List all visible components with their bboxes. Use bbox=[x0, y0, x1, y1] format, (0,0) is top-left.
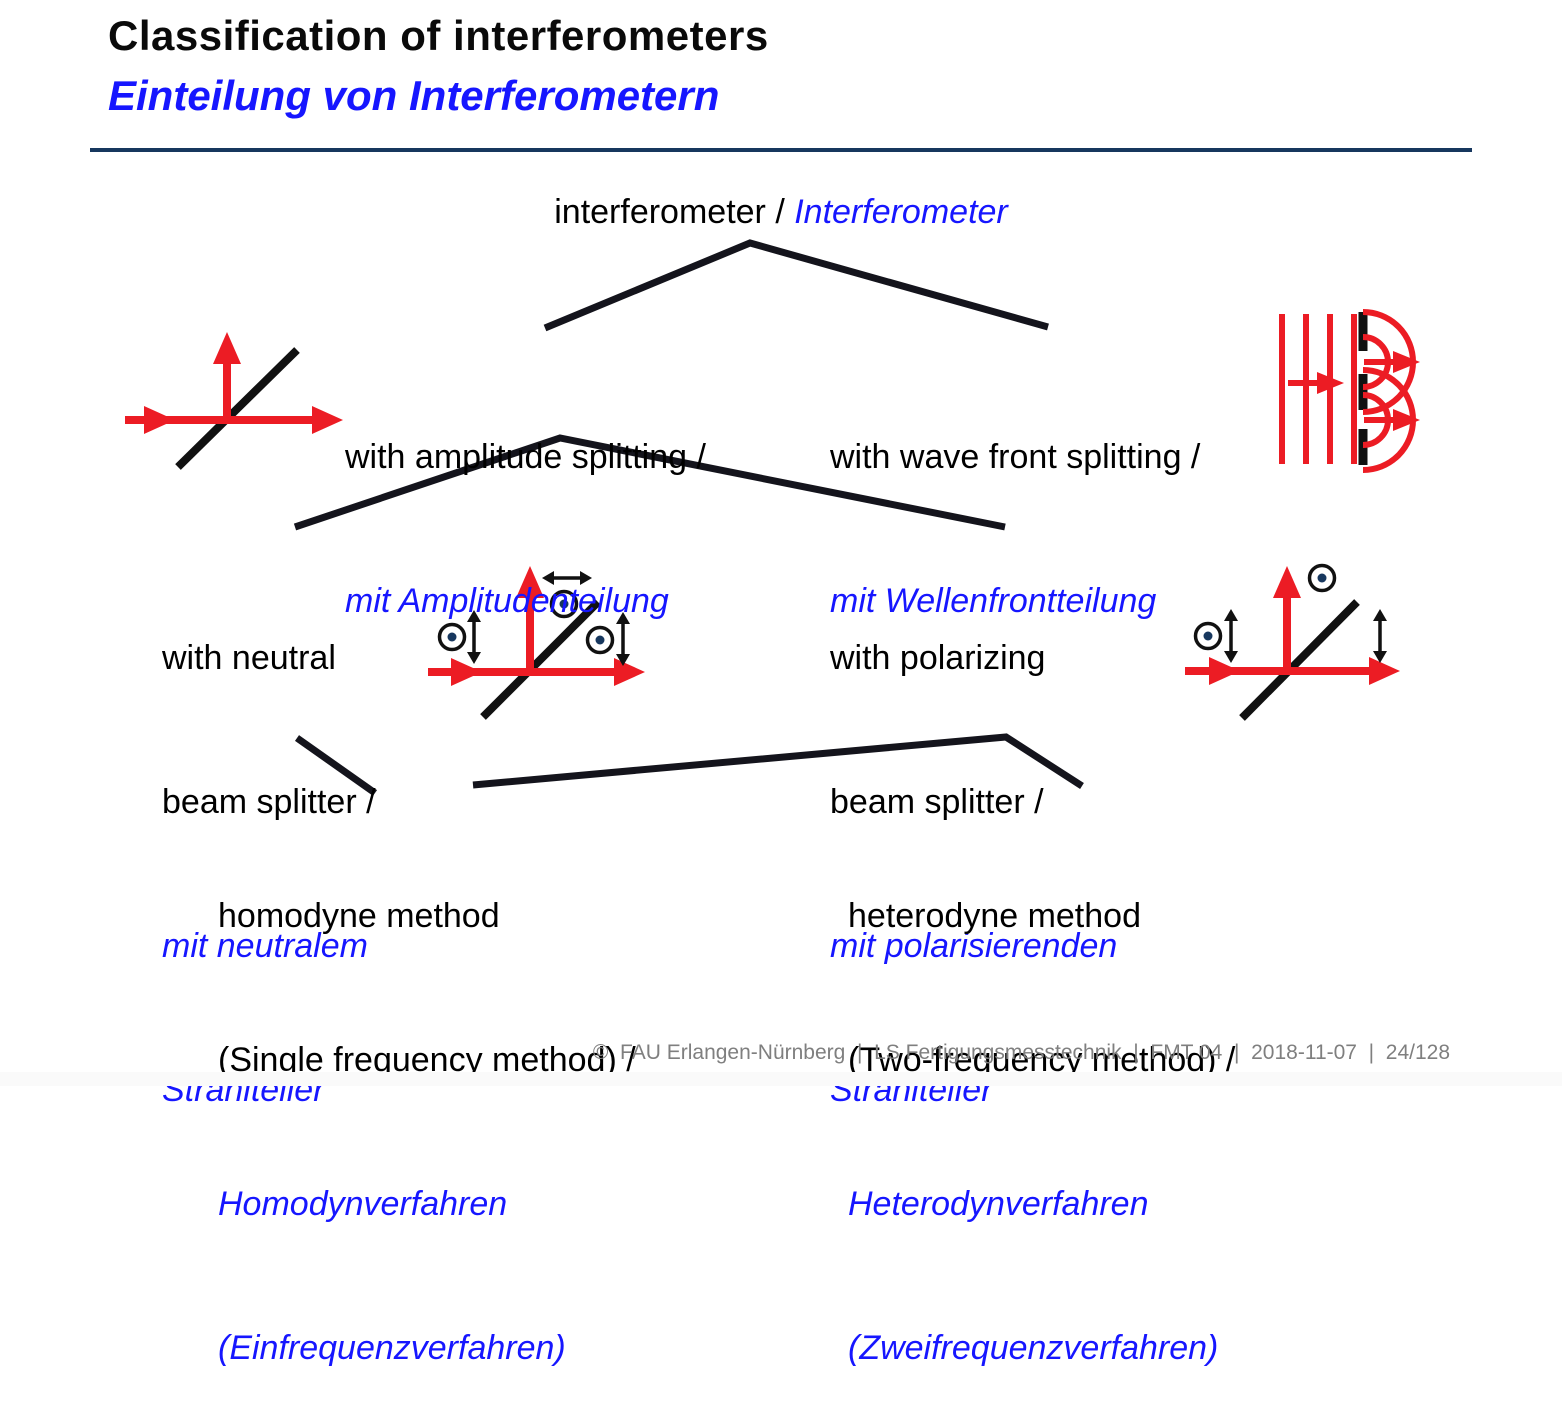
node-label-de: mit polarisierenden bbox=[830, 927, 1118, 965]
transmitted-beam-arrowhead bbox=[1369, 657, 1400, 685]
node-heterodyne-method: heterodyne method (Two-frequency method)… bbox=[848, 796, 1235, 1420]
transmitted-beam-arrowhead bbox=[312, 406, 343, 434]
node-interferometer: interferometer / Interferometer bbox=[0, 193, 1562, 232]
vertical-polarization-arrowhead-up bbox=[1224, 609, 1238, 621]
beam-splitter-plate bbox=[1239, 599, 1360, 721]
connector-root-to-level1 bbox=[543, 239, 1049, 332]
vertical-polarization-arrowhead-up bbox=[1373, 609, 1387, 621]
node-label-en: with polarizing bbox=[830, 639, 1046, 677]
reflected-beam-arrowhead bbox=[1273, 566, 1301, 598]
reflected-beam-arrowhead bbox=[213, 332, 241, 364]
node-label-en: homodyne method bbox=[218, 897, 500, 935]
circle-dot-polarization-icon bbox=[1307, 563, 1337, 593]
page-subtitle: Einteilung von Interferometern bbox=[108, 72, 720, 119]
input-beam-arrowhead bbox=[144, 406, 175, 434]
vertical-polarization-arrowhead-down bbox=[1373, 651, 1387, 663]
polarizing-beam-splitter-icon bbox=[1185, 563, 1400, 721]
spherical-wavefront-small-1 bbox=[1362, 334, 1391, 390]
incident-wave-arrowhead bbox=[1317, 372, 1344, 394]
wavefront-splitting-icon bbox=[1279, 309, 1420, 473]
amplitude-beam-splitter-icon bbox=[125, 332, 343, 470]
node-wavefront-splitting: with wave front splitting / mit Wellenfr… bbox=[830, 337, 1200, 673]
node-label-en: with wave front splitting / bbox=[830, 438, 1201, 476]
node-interferometer-en: interferometer / bbox=[554, 193, 795, 231]
tree-connector-level1 bbox=[543, 239, 1049, 332]
node-label-de: Heterodynverfahren bbox=[848, 1185, 1149, 1223]
polarization-dot bbox=[1317, 573, 1327, 583]
spherical-wavefront-small-2 bbox=[1362, 392, 1391, 448]
input-beam-arrowhead bbox=[1209, 657, 1240, 685]
node-interferometer-de: Interferometer bbox=[794, 193, 1008, 231]
node-label-de: (Zweifrequenzverfahren) bbox=[848, 1329, 1219, 1367]
slit-beam-2-arrowhead bbox=[1393, 409, 1420, 431]
page-title: Classification of interferometers bbox=[108, 12, 769, 59]
polarization-dot bbox=[1203, 631, 1213, 641]
node-label-en: beam splitter / bbox=[830, 783, 1044, 821]
slit-beam-1-arrowhead bbox=[1393, 351, 1420, 373]
vertical-polarization-arrowhead-down bbox=[1224, 651, 1238, 663]
beam-splitter-plate bbox=[175, 347, 300, 470]
slide-footer: © FAU Erlangen-Nürnberg | LS Fertigungsm… bbox=[592, 1041, 1450, 1064]
title-divider bbox=[90, 148, 1472, 152]
node-label-de: (Einfrequenzverfahren) bbox=[218, 1329, 566, 1367]
node-label-de: Homodynverfahren bbox=[218, 1185, 508, 1223]
slide-edge bbox=[0, 1072, 1562, 1086]
node-label-de: mit Amplitudenteilung bbox=[345, 582, 669, 620]
node-label-en: beam splitter / bbox=[162, 783, 376, 821]
slide: { "colors": { "accent_blue": "#1616ff", … bbox=[0, 12, 1562, 1367]
node-label-en: with amplitude splitting / bbox=[345, 438, 706, 476]
spherical-wavefront-large-2 bbox=[1362, 367, 1416, 473]
spherical-wavefront-large-1 bbox=[1362, 309, 1416, 415]
node-amplitude-splitting: with amplitude splitting / mit Amplitude… bbox=[345, 337, 706, 673]
node-label-de: mit neutralem bbox=[162, 927, 368, 965]
node-label-de: mit Wellenfrontteilung bbox=[830, 582, 1157, 620]
node-homodyne-method: homodyne method (Single frequency method… bbox=[218, 796, 636, 1420]
node-label-en: heterodyne method bbox=[848, 897, 1141, 935]
node-label-en: with neutral bbox=[162, 639, 336, 677]
